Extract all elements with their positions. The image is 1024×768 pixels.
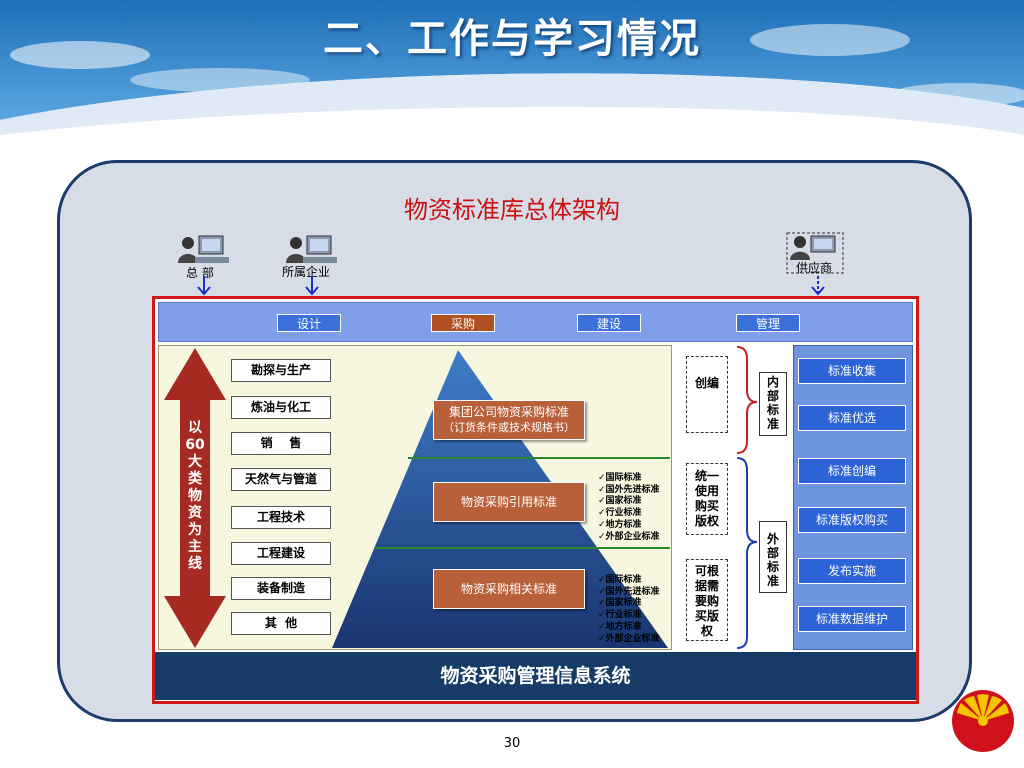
pyramid-middle-box: 物资采购引用标准 [433, 482, 585, 522]
category-item: 其 他 [231, 612, 331, 635]
category-item: 销 售 [231, 432, 331, 455]
standards-list-bottom: ✓国际标准 ✓国外先进标准 ✓国家标准 ✓行业标准 ✓地方标准 ✓外部企业标准 [598, 575, 660, 645]
pyramid-top-line1: 集团公司物资采购标准 [448, 405, 569, 419]
list-item: ✓国家标准 [598, 496, 642, 507]
category-item: 工程建设 [231, 542, 331, 565]
pyramid-top-line2: （订货条件或技术规格书） [443, 421, 575, 434]
category-item: 天然气与管道 [231, 468, 331, 491]
computer-user-icon [286, 235, 337, 263]
action-copyright-purchase[interactable]: 标准版权购买 [798, 507, 906, 533]
actions-panel [793, 345, 913, 650]
header-background [0, 0, 1024, 135]
arrow-down-dashed-icon [811, 276, 825, 296]
management-system-bar: 物资采购管理信息系统 [155, 652, 916, 700]
standards-list-middle: ✓国际标准 ✓国外先进标准 ✓国家标准 ✓行业标准 ✓地方标准 ✓外部企业标准 [598, 473, 660, 543]
list-item: ✓地方标准 [598, 519, 642, 530]
bracket-connectors [736, 346, 758, 649]
list-item: ✓外部企业标准 [598, 531, 660, 542]
actor-label-supplier: 供应商 [796, 261, 833, 275]
page-number: 30 [503, 736, 521, 751]
computer-user-icon [786, 232, 844, 274]
double-arrow-icon [164, 348, 226, 648]
list-item: ✓国家标准 [598, 598, 642, 609]
list-item: ✓国外先进标准 [598, 484, 660, 495]
tab-construction[interactable]: 建设 [577, 314, 641, 332]
list-item: ✓行业标准 [598, 610, 642, 621]
category-item: 炼油与化工 [231, 396, 331, 419]
category-item: 工程技术 [231, 506, 331, 529]
list-item: ✓国际标准 [598, 575, 642, 585]
list-item: ✓外部企业标准 [598, 633, 660, 644]
actor-label-headquarters: 总 部 [186, 266, 214, 280]
action-collect[interactable]: 标准收集 [798, 358, 906, 384]
tab-management[interactable]: 管理 [736, 314, 800, 332]
external-standards-label: 外部标准 [759, 521, 787, 593]
internal-standards-label: 内部标准 [759, 372, 787, 436]
list-item: ✓国际标准 [598, 473, 642, 483]
company-logo-icon [952, 690, 1014, 752]
action-author[interactable]: 标准创编 [798, 458, 906, 484]
arrow-down-icon [197, 276, 211, 296]
list-item: ✓地方标准 [598, 621, 642, 632]
tab-design[interactable]: 设计 [277, 314, 341, 332]
computer-user-icon [178, 235, 229, 263]
dashed-box-unified-purchase: 统一使用购买版权 [686, 463, 728, 535]
diagram-title: 物资标准库总体架构 [404, 196, 620, 224]
list-item: ✓国外先进标准 [598, 586, 660, 597]
action-publish[interactable]: 发布实施 [798, 558, 906, 584]
actor-label-affiliates: 所属企业 [282, 265, 331, 279]
arrow-down-icon [305, 276, 319, 296]
action-optimize[interactable]: 标准优选 [798, 405, 906, 431]
slide-title: 二、工作与学习情况 [323, 16, 701, 62]
dashed-box-authoring: 创编 [686, 356, 728, 433]
action-data-maintenance[interactable]: 标准数据维护 [798, 606, 906, 632]
dashed-box-optional-purchase: 可根据需要购买版权 [686, 559, 728, 641]
tab-procurement[interactable]: 采购 [431, 314, 495, 332]
list-item: ✓行业标准 [598, 508, 642, 519]
pyramid-bottom-box: 物资采购相关标准 [433, 569, 585, 609]
category-item: 勘探与生产 [231, 359, 331, 382]
pyramid-top-box: 集团公司物资采购标准 （订货条件或技术规格书） [433, 400, 585, 440]
category-item: 装备制造 [231, 577, 331, 600]
